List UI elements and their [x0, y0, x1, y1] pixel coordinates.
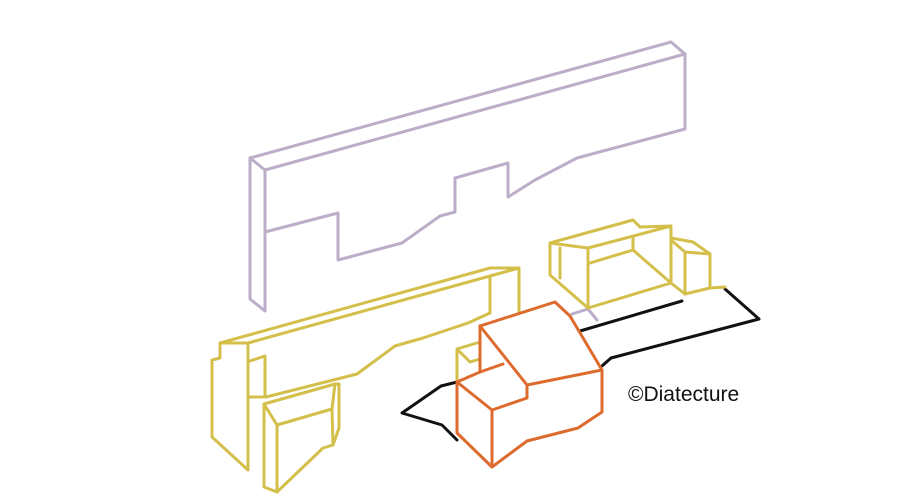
right-annex-ground: [708, 285, 727, 290]
right-building: [548, 218, 727, 310]
upper-wall-left-end: [248, 156, 267, 313]
new-volume-eave: [525, 368, 604, 387]
new-volume: [455, 300, 604, 469]
new-volume-step: [478, 362, 505, 374]
upper-wall-fragment: [570, 307, 599, 322]
site-outline: [400, 287, 761, 442]
right-building-inner-2: [631, 248, 673, 285]
new-volume-outline: [455, 300, 604, 469]
upper-wall-top: [248, 40, 687, 172]
site-edge-left: [400, 380, 459, 442]
small-block-edge: [455, 347, 482, 364]
long-wall-left-block: [210, 341, 250, 472]
new-volume-front-top: [455, 380, 494, 469]
long-wall-top: [218, 266, 521, 345]
right-building-outline: [548, 218, 673, 310]
front-piece-inner: [262, 402, 334, 427]
site-edge-right-top: [578, 299, 684, 333]
copyright-credit: ©Diatecture: [628, 383, 740, 406]
site-edge-right: [600, 287, 761, 368]
upper-wall-profile: [263, 52, 687, 262]
new-volume-ridge: [478, 324, 529, 412]
front-piece: [262, 382, 341, 494]
long-wall: [210, 266, 521, 494]
upper-wall: [248, 40, 687, 322]
long-wall-notch: [248, 354, 267, 399]
right-annex: [669, 236, 712, 296]
front-piece-edge-2: [330, 382, 337, 447]
